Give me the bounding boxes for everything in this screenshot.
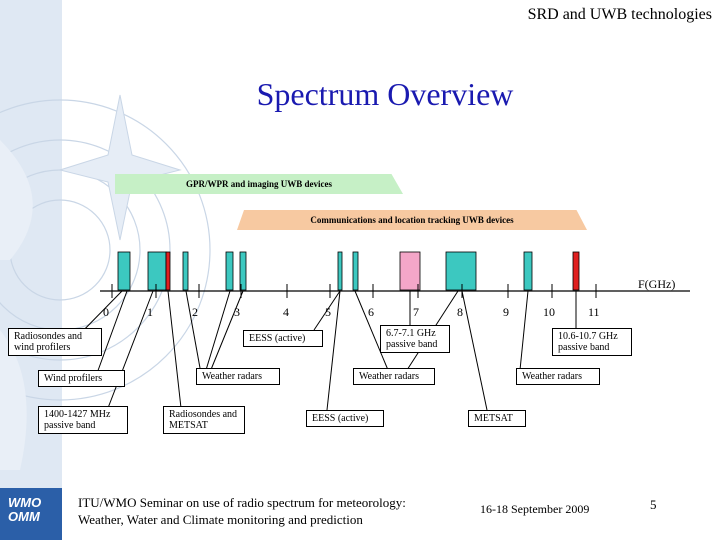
band-block-b2 — [147, 251, 167, 291]
connector-line — [205, 290, 231, 371]
axis-unit-label: F(GHz) — [638, 277, 676, 291]
tick-label-1: 1 — [147, 305, 153, 319]
slide-title: Spectrum Overview — [0, 76, 690, 113]
band-block-b10 — [445, 251, 477, 291]
label-weather-radars-2: Weather radars — [353, 368, 435, 385]
label-weather-radars-1: Weather radars — [196, 368, 280, 385]
label-eess-active-2: EESS (active) — [306, 410, 384, 427]
label-1400-passive-band: 1400-1427 MHz passive band — [38, 406, 128, 434]
label-wind-profilers: Wind profilers — [38, 370, 125, 387]
tick-label-0: 0 — [103, 305, 109, 319]
band-block-b4 — [182, 251, 189, 291]
comm-uwb-banner: Communications and location tracking UWB… — [237, 210, 587, 230]
band-block-b8 — [352, 251, 359, 291]
band-block-b7 — [337, 251, 343, 291]
slide-title-text: Spectrum Overview — [256, 76, 514, 112]
connector-line — [313, 290, 341, 331]
seminar-footer-text: ITU/WMO Seminar on use of radio spectrum… — [78, 494, 406, 528]
wmo-logo-line-1: WMO — [8, 495, 42, 510]
band-block-b1 — [117, 251, 131, 291]
label-eess-active-1: EESS (active) — [243, 330, 323, 347]
tick-label-10: 10 — [543, 305, 555, 319]
tick-label-7: 7 — [413, 305, 419, 319]
band-block-b6 — [239, 251, 247, 291]
connector-line — [185, 290, 201, 369]
band-blocks — [117, 251, 580, 291]
connector-line — [326, 290, 341, 411]
tick-label-6: 6 — [368, 305, 374, 319]
connector-line — [107, 290, 154, 409]
page-number: 5 — [650, 497, 657, 512]
tick-label-4: 4 — [283, 305, 289, 319]
gpr-uwb-banner: GPR/WPR and imaging UWB devices — [115, 174, 403, 194]
seminar-line-1: ITU/WMO Seminar on use of radio spectrum… — [78, 495, 406, 510]
header-title: SRD and UWB technologies — [527, 6, 712, 23]
connector-line — [519, 290, 529, 371]
tick-label-11: 11 — [588, 305, 600, 319]
connector-line — [354, 290, 389, 371]
band-block-b12 — [572, 251, 580, 291]
wmo-logo-line-2: OMM — [8, 509, 40, 524]
band-block-b9 — [399, 251, 421, 291]
label-radiosondes-wind-profilers: Radiosondes and wind profilers — [8, 328, 102, 356]
wmo-logo: WMO OMM — [8, 496, 41, 524]
label-weather-radars-3: Weather radars — [516, 368, 600, 385]
label-10.6-passive-band: 10.6-10.7 GHz passive band — [552, 328, 632, 356]
label-metsat: METSAT — [468, 410, 526, 427]
connector-line — [95, 290, 128, 377]
label-6.7-passive-band: 6.7-7.1 GHz passive band — [380, 325, 450, 353]
seminar-date: 16-18 September 2009 — [480, 502, 590, 516]
tick-label-9: 9 — [503, 305, 509, 319]
band-block-b5 — [225, 251, 234, 291]
tick-label-3: 3 — [234, 305, 240, 319]
connector-line — [167, 290, 182, 409]
tick-label-8: 8 — [457, 305, 463, 319]
label-radiosondes-metsat: Radiosondes and METSAT — [163, 406, 245, 434]
band-block-b3 — [165, 251, 171, 291]
tick-label-5: 5 — [325, 305, 331, 319]
seminar-line-2: Weather, Water and Climate monitoring an… — [78, 512, 363, 527]
tick-label-2: 2 — [192, 305, 198, 319]
connector-line — [209, 290, 244, 373]
band-block-b11 — [523, 251, 533, 291]
connector-line — [461, 290, 488, 411]
